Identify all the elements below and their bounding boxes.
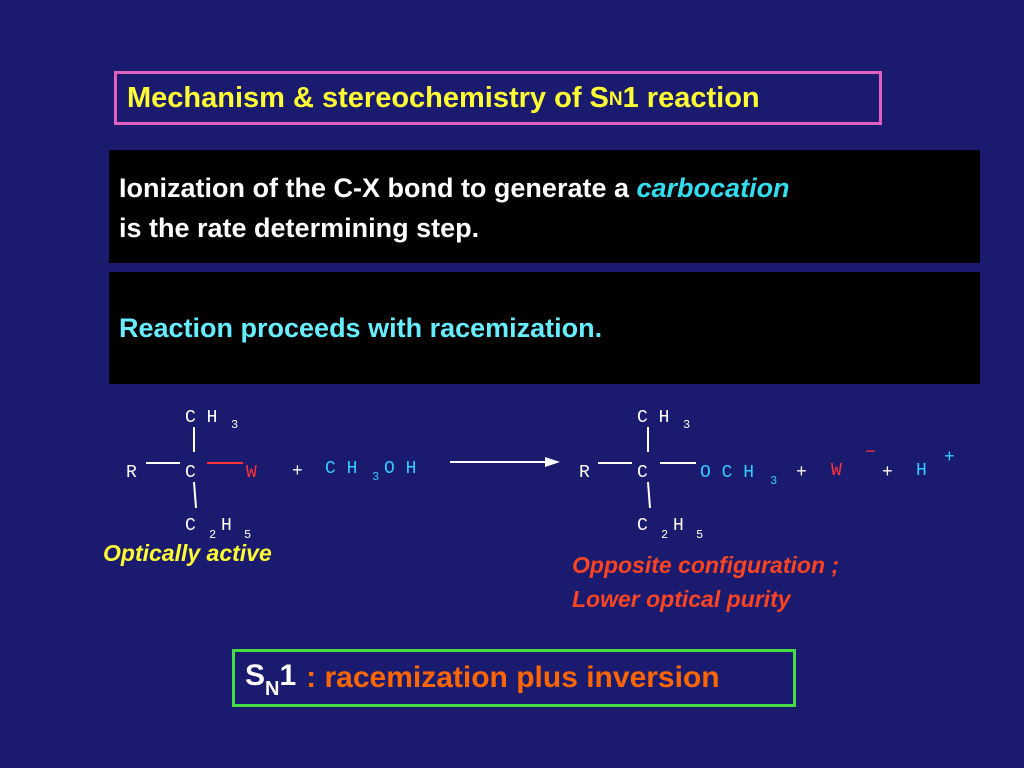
plus-sign-2: + [796, 463, 807, 483]
carbocation-term: carbocation [636, 173, 790, 203]
reaction-arrow-head [545, 457, 560, 467]
right-bottom-c: C [637, 516, 648, 536]
left-bottom-sub1: 2 [209, 528, 216, 542]
left-leaving-w: W [246, 463, 257, 483]
right-bottom-bond [647, 481, 651, 509]
right-och: O C H [700, 463, 754, 483]
left-top-group: C H [185, 408, 217, 428]
opposite-config-line1: Opposite configuration ; [572, 552, 840, 578]
ionization-box: Ionization of the C-X bond to generate a… [109, 150, 980, 263]
right-top-sub: 3 [683, 418, 690, 432]
ionization-text: Ionization of the C-X bond to generate a [119, 173, 629, 203]
left-bottom-sub2: 5 [244, 528, 251, 542]
racemization-text: Reaction proceeds with racemization. [119, 312, 603, 343]
right-top-group: C H [637, 408, 669, 428]
cation-h: H [916, 461, 927, 481]
anion-charge: − [865, 443, 876, 463]
left-top-sub: 3 [231, 418, 238, 432]
right-bottom-h: H [673, 516, 684, 536]
left-center-c: C [185, 463, 196, 483]
rate-step-text: is the rate determining step. [119, 213, 480, 243]
left-bottom-c: C [185, 516, 196, 536]
anion-w: W [831, 461, 842, 481]
summary-num: 1 [279, 658, 297, 692]
title-suffix: 1 reaction [622, 81, 760, 114]
title-subscript: N [608, 89, 623, 110]
opposite-config-line2: Lower optical purity [572, 586, 791, 612]
plus-sign-3: + [882, 463, 893, 483]
left-bottom-h: H [221, 516, 232, 536]
left-bottom-bond [193, 481, 197, 509]
title-prefix: Mechanism & stereochemistry of S [127, 81, 609, 114]
summary-s: S [245, 658, 266, 692]
cation-charge: + [944, 448, 955, 468]
opposite-config-label: Opposite configuration ; Lower optical p… [572, 548, 839, 616]
summary-sn: SN1 [245, 658, 297, 700]
right-r: R [579, 463, 590, 483]
reagent-oh: O H [384, 459, 416, 479]
summary-text: : racemization plus inversion [306, 661, 720, 694]
right-bottom-sub1: 2 [661, 528, 668, 542]
right-center-c: C [637, 463, 648, 483]
reagent-ch: C H [325, 459, 357, 479]
left-r: R [126, 463, 137, 483]
summary-sub: N [265, 677, 280, 700]
optically-active-label: Optically active [103, 540, 272, 566]
reagent-sub: 3 [372, 470, 379, 484]
right-bottom-sub2: 5 [696, 528, 703, 542]
right-och-sub: 3 [770, 474, 777, 488]
racemization-box: Reaction proceeds with racemization. [109, 272, 980, 384]
plus-sign-1: + [292, 462, 303, 482]
summary-box: SN1 : racemization plus inversion [232, 649, 796, 707]
